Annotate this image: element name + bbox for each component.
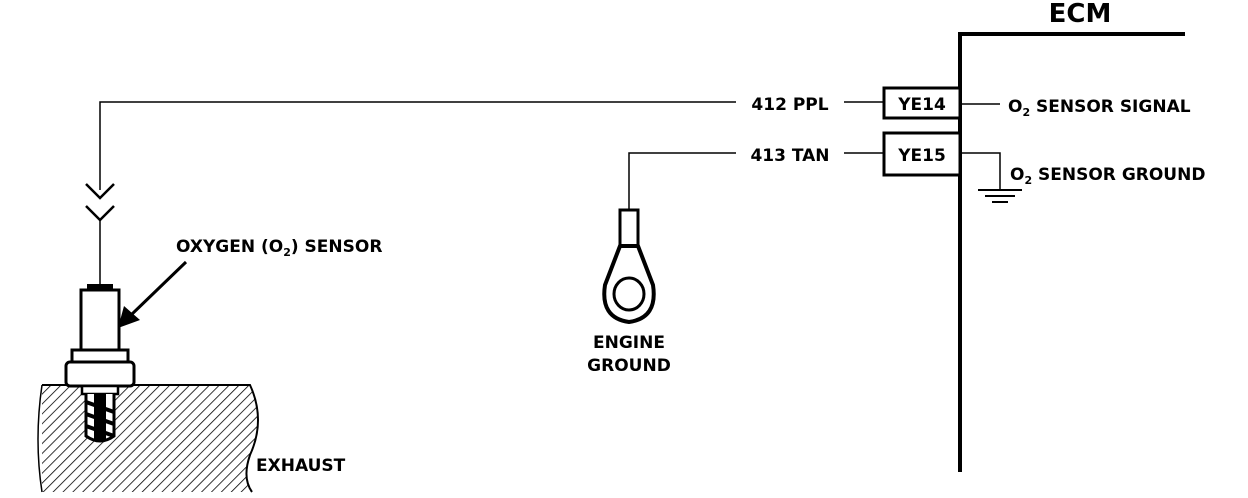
sensor-probe bbox=[94, 394, 106, 440]
exhaust-pipe: EXHAUST bbox=[37, 384, 346, 493]
connector-ye15-label: YE15 bbox=[897, 146, 946, 166]
ring-terminal-hole bbox=[612, 276, 646, 312]
sensor-cap bbox=[87, 284, 113, 292]
connector-ye14 bbox=[882, 86, 962, 120]
engine-ground-label-line1: ENGINE bbox=[593, 333, 665, 353]
wire-413-circuit-label: 413 TAN bbox=[750, 146, 829, 166]
ecm-title: ECM bbox=[1049, 0, 1112, 29]
ecm-module: ECM bbox=[958, 0, 1185, 472]
engine-ground-label-line2: GROUND bbox=[587, 356, 671, 376]
sensor-hex-top bbox=[70, 348, 130, 364]
engine-ground-terminal: ENGINE GROUND bbox=[587, 208, 671, 376]
oxygen-sensor-callout: OXYGEN (O2) SENSOR bbox=[118, 237, 382, 328]
exhaust-left-edge bbox=[37, 384, 43, 493]
sensor-hex-nut bbox=[64, 360, 136, 388]
sensor-washer bbox=[80, 384, 120, 396]
callout-arrow-line bbox=[128, 260, 188, 318]
terminal-crimp bbox=[618, 208, 640, 248]
arrow-head-icon bbox=[118, 306, 140, 328]
wire-413-line bbox=[628, 152, 736, 210]
o2-sensor-signal-label: O2 SENSOR SIGNAL bbox=[1008, 97, 1191, 119]
o2-sensor-ground-label: O2 SENSOR GROUND bbox=[1010, 165, 1205, 187]
connector-ye14-label: YE14 bbox=[897, 95, 946, 115]
ecm-signal-row: O2 SENSOR SIGNAL bbox=[962, 97, 1191, 119]
ground-lead bbox=[962, 152, 1001, 190]
wire-412-circuit-label: 412 PPL bbox=[751, 95, 828, 115]
connector-chevron-icon bbox=[85, 183, 115, 200]
exhaust-label: EXHAUST bbox=[256, 456, 346, 476]
oxygen-sensor-label: OXYGEN (O2) SENSOR bbox=[176, 237, 382, 259]
wire-412-line bbox=[99, 101, 736, 190]
wire-413: 413 TAN YE15 bbox=[628, 131, 962, 210]
exhaust-hatching bbox=[42, 385, 258, 492]
oxygen-sensor-icon bbox=[64, 284, 136, 443]
connector-chevron-icon bbox=[85, 205, 115, 222]
wire-412: 412 PPL YE14 bbox=[85, 86, 962, 286]
connector-ye15 bbox=[882, 131, 962, 177]
ecm-ground-row: O2 SENSOR GROUND bbox=[962, 152, 1205, 203]
exhaust-outline bbox=[42, 384, 259, 493]
sensor-body bbox=[79, 288, 121, 352]
